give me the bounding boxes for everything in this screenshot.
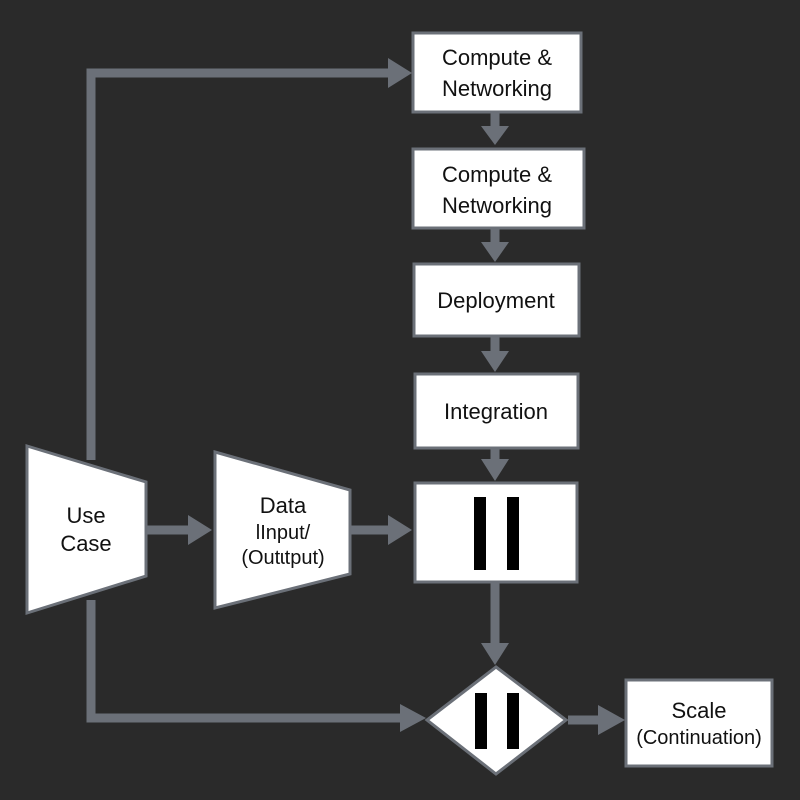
pause-bar-icon <box>507 693 519 749</box>
node-scale[interactable]: Scale (Continuation) <box>624 678 774 768</box>
node-label: Use <box>66 503 105 528</box>
node-data-input-output[interactable]: Data lInput/ (Outɩtput) <box>213 450 352 610</box>
arrowhead-right <box>598 705 625 735</box>
node-use-case[interactable]: Use Case <box>25 443 148 616</box>
node-label: Networking <box>442 193 552 218</box>
node-label: Compute & <box>442 162 552 187</box>
node-label: (Continuation) <box>636 727 762 749</box>
node-compute-networking-2[interactable]: Compute & Networking <box>411 147 586 230</box>
pause-bar-icon <box>475 693 487 749</box>
node-label: Scale <box>671 698 726 723</box>
arrowhead-down <box>481 459 509 481</box>
node-label: Integration <box>444 399 548 424</box>
edge-usecase-to-compute1 <box>86 68 392 460</box>
node-label: Networking <box>442 76 552 101</box>
node-parallel-diamond[interactable] <box>424 665 569 776</box>
node-label: Deployment <box>437 288 554 313</box>
arrowheads <box>188 58 625 735</box>
arrowhead-right <box>400 704 426 732</box>
node-parallel-box[interactable] <box>413 481 579 584</box>
arrowhead-down <box>481 643 509 665</box>
connectors <box>86 68 600 725</box>
node-label: (Outɩtput) <box>241 547 324 569</box>
edge-usecase-to-diamond <box>86 600 405 723</box>
node-label: Case <box>60 531 111 556</box>
node-label: Compute & <box>442 45 552 70</box>
node-integration[interactable]: Integration <box>413 372 580 450</box>
node-label: lInput/ <box>256 522 311 544</box>
node-deployment[interactable]: Deployment <box>412 262 581 338</box>
arrowhead-down <box>481 242 509 262</box>
pause-bar-icon <box>474 497 486 570</box>
pause-bar-icon <box>507 497 519 570</box>
node-label: Data <box>260 493 307 518</box>
arrowhead-right <box>388 58 412 88</box>
node-compute-networking-1[interactable]: Compute & Networking <box>411 31 583 114</box>
arrowhead-down <box>481 351 509 372</box>
arrowhead-right <box>188 515 212 545</box>
arrowhead-right <box>388 515 412 545</box>
arrowhead-down <box>481 126 509 145</box>
